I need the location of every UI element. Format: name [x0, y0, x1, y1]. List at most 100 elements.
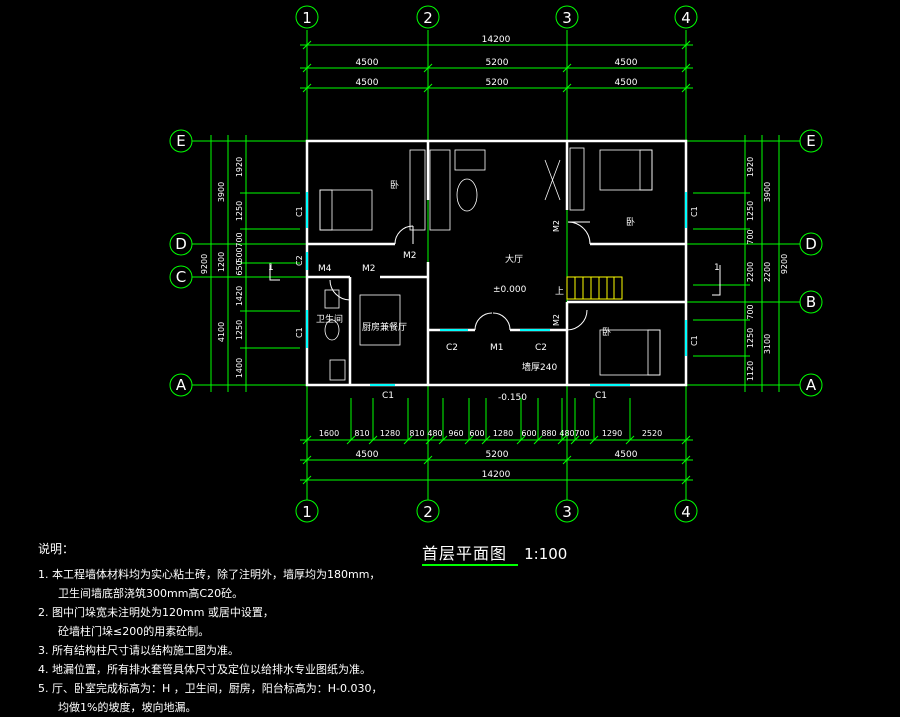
axis-col-3-bottom: 3 — [562, 503, 572, 521]
door-m2-a: M2 — [403, 251, 417, 261]
dim-left-outer: 9200 — [200, 254, 209, 274]
dim-right-mid: 3900 — [763, 182, 772, 202]
door-m1: M1 — [490, 343, 504, 353]
door-m2-b: M2 — [362, 264, 376, 274]
dim-bottom-detail: 700 — [574, 429, 589, 438]
dim-top-row2-2: 5200 — [486, 78, 509, 88]
note-line: 4. 地漏位置，所有排水套管具体尺寸及定位以给排水专业图纸为准。 — [38, 663, 371, 676]
axis-row-e-right: E — [806, 132, 815, 150]
dim-right-inner: 1120 — [746, 361, 755, 381]
dim-bottom-2: 5200 — [486, 450, 509, 460]
window-c1-left-lower: C1 — [295, 327, 304, 338]
dim-top-2: 5200 — [486, 58, 509, 68]
dim-left-inner: 1920 — [235, 157, 244, 177]
dim-top-total: 14200 — [482, 35, 511, 45]
dim-bottom-detail: 810 — [354, 429, 369, 438]
room-kitchen-label: 厨房兼餐厅 — [362, 321, 407, 333]
title-underline — [422, 564, 518, 566]
dim-left-inner: 1250 — [235, 320, 244, 340]
room-bath-label: 卫生间 — [316, 313, 343, 325]
dim-bottom-detail: 1280 — [380, 429, 400, 438]
dim-right-inner: 700 — [746, 229, 755, 244]
dim-bottom-detail: 1280 — [493, 429, 513, 438]
door-m2-c: M2 — [552, 220, 561, 232]
dim-left-inner: 1420 — [235, 286, 244, 306]
note-line: 1. 本工程墙体材料均为实心粘土砖，除了注明外，墙厚均为180mm， — [38, 568, 381, 581]
door-m4: M4 — [318, 264, 332, 274]
axis-row-d-left: D — [175, 235, 187, 253]
drawing-scale: 1:100 — [524, 545, 568, 563]
dim-bottom-detail: 600 — [469, 429, 484, 438]
note-line: 砼墙柱门垛≤200的用素砼制。 — [58, 625, 210, 638]
window-c1-right-lower: C1 — [690, 335, 699, 346]
window-c2-b: C2 — [535, 343, 547, 353]
axis-row-b-right: B — [806, 293, 816, 311]
door-m2-d: M2 — [552, 314, 561, 326]
room-bed1-label: 卧 — [390, 179, 399, 191]
axis-col-2-top: 2 — [423, 9, 433, 27]
dim-left-mid: 1200 — [217, 252, 226, 272]
dim-top-row2-1: 4500 — [356, 78, 379, 88]
dim-right-mid: 3100 — [763, 334, 772, 354]
window-c1-bottom-right: C1 — [595, 391, 607, 401]
axis-col-2-bottom: 2 — [423, 503, 433, 521]
dim-left-inner-small: 500 — [235, 247, 244, 262]
room-bed3-label: 卧 — [602, 326, 611, 338]
dim-left-inner: 650 — [235, 260, 244, 275]
dim-left-inner: 1250 — [235, 201, 244, 221]
dim-left-inner: 1400 — [235, 358, 244, 378]
outer-elevation: -0.150 — [498, 393, 527, 403]
window-c2-a: C2 — [446, 343, 458, 353]
note-line: 3. 所有结构柱尺寸请以结构施工图为准。 — [38, 644, 239, 657]
axis-col-4-top: 4 — [681, 9, 691, 27]
axis-row-c-left: C — [176, 268, 186, 286]
axis-row-a-right: A — [806, 376, 817, 394]
dim-bottom-detail: 880 — [541, 429, 556, 438]
dim-right-inner: 2200 — [746, 262, 755, 282]
notes-block: 说明： 1. 本工程墙体材料均为实心粘土砖，除了注明外，墙厚均为180mm， 卫… — [38, 540, 383, 717]
section-mark-right: 1 — [714, 263, 720, 273]
dim-bottom-detail: 2520 — [642, 429, 662, 438]
dim-left-inner: 700 — [235, 232, 244, 247]
dim-bottom-total: 14200 — [482, 470, 511, 480]
window-c1-left-upper: C1 — [295, 206, 304, 217]
axis-row-d-right: D — [805, 235, 817, 253]
dim-right-outer: 9200 — [780, 254, 789, 274]
dim-right-inner: 1250 — [746, 328, 755, 348]
dim-right-inner: 1250 — [746, 201, 755, 221]
dim-top-1: 4500 — [356, 58, 379, 68]
section-mark-left: 1 — [268, 263, 274, 273]
dim-right-inner: 1920 — [746, 157, 755, 177]
axis-row-a-left: A — [176, 376, 187, 394]
room-living-label: 大厅 — [505, 253, 523, 265]
dim-top-row2-3: 4500 — [615, 78, 638, 88]
dim-bottom-1: 4500 — [356, 450, 379, 460]
note-line: 均做1%的坡度，坡向地漏。 — [58, 701, 197, 714]
dim-bottom-detail: 960 — [448, 429, 463, 438]
dim-bottom-detail: 1600 — [319, 429, 339, 438]
window-c1-bottom-left: C1 — [382, 391, 394, 401]
dim-bottom-3: 4500 — [615, 450, 638, 460]
elevation-main: ±0.000 — [493, 285, 527, 295]
dim-bottom-detail: 810 — [409, 429, 424, 438]
dim-right-mid: 2200 — [763, 262, 772, 282]
axis-col-1-bottom: 1 — [302, 503, 312, 521]
notes-heading: 说明： — [38, 542, 75, 556]
note-line: 卫生间墙底部浇筑300mm高C20砼。 — [58, 587, 244, 600]
dim-bottom-detail: 600 — [521, 429, 536, 438]
drawing-title-text: 首层平面图 — [422, 544, 508, 563]
dim-bottom-detail: 480 — [559, 429, 574, 438]
note-line: 5. 厅、卧室完成标高为：H ，卫生间，厨房，阳台标高为：H-0.030， — [38, 682, 383, 695]
dim-left-mid: 3900 — [217, 182, 226, 202]
dim-left-mid: 4100 — [217, 322, 226, 342]
room-bed2-label: 卧 — [626, 216, 635, 228]
dim-right-inner: 700 — [746, 304, 755, 319]
dim-bottom-detail: 480 — [427, 429, 442, 438]
note-line: 2. 图中门垛宽未注明处为120mm 或居中设置， — [38, 606, 274, 619]
wall-thickness-note: 墙厚240 — [522, 361, 557, 373]
window-c2-left: C2 — [295, 255, 304, 266]
dim-bottom-detail: 1290 — [602, 429, 622, 438]
dim-top-3: 4500 — [615, 58, 638, 68]
axis-row-e-left: E — [176, 132, 185, 150]
axis-col-3-top: 3 — [562, 9, 572, 27]
